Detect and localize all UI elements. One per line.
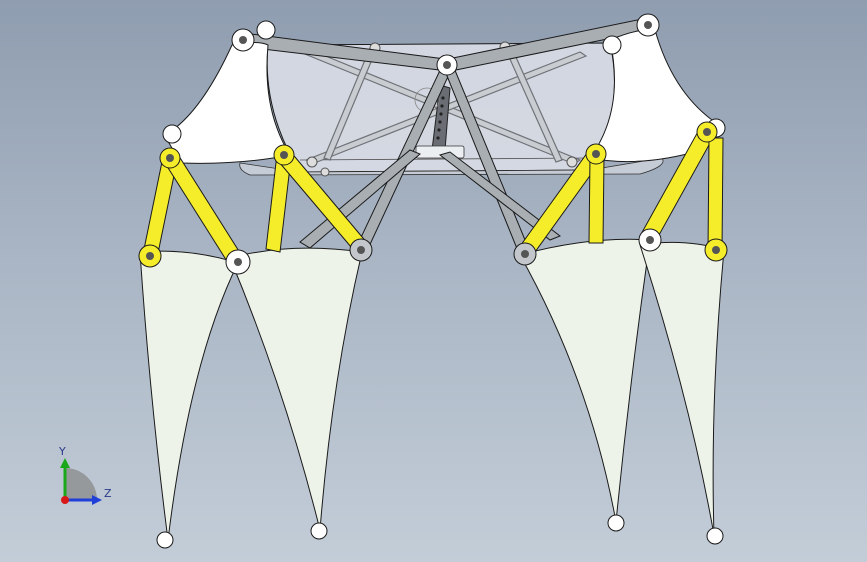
upper-plate-left[interactable]	[164, 42, 291, 164]
joint-pins[interactable]	[138, 13, 728, 275]
leg-right-rear[interactable]	[639, 241, 725, 536]
orientation-triad[interactable]: Y Z	[58, 445, 112, 505]
triad-y-arrow	[60, 458, 70, 468]
yellow-link-right-4	[707, 137, 724, 253]
diagonal-link-right-inner	[438, 151, 562, 241]
frame-hole	[566, 156, 578, 168]
triad-quarter-disc	[65, 468, 97, 500]
triad-z-arrow	[92, 495, 102, 505]
yellow-link-assembly[interactable]	[142, 127, 724, 267]
foot-left-rear	[156, 531, 174, 549]
triad-origin	[61, 496, 69, 504]
foot-right-rear	[706, 527, 724, 545]
leg-left-front[interactable]	[229, 247, 363, 531]
triad-z-label: Z	[104, 487, 112, 500]
leg-left-rear[interactable]	[139, 250, 239, 541]
joint-pin-center	[146, 21, 720, 266]
servo-mount	[415, 145, 465, 159]
frame-hole	[306, 156, 318, 168]
yellow-link-left-2	[164, 152, 243, 267]
joint-pin-gray	[349, 238, 537, 266]
yellow-link-right-2	[588, 156, 605, 244]
leg-right-front[interactable]	[519, 238, 651, 523]
foot-left-front	[310, 522, 328, 540]
servo-horn-holes	[436, 96, 445, 140]
foot-right-front	[607, 514, 625, 532]
feet[interactable]	[156, 514, 724, 549]
triad-y-label: Y	[58, 445, 66, 458]
frame-hole	[320, 167, 330, 177]
